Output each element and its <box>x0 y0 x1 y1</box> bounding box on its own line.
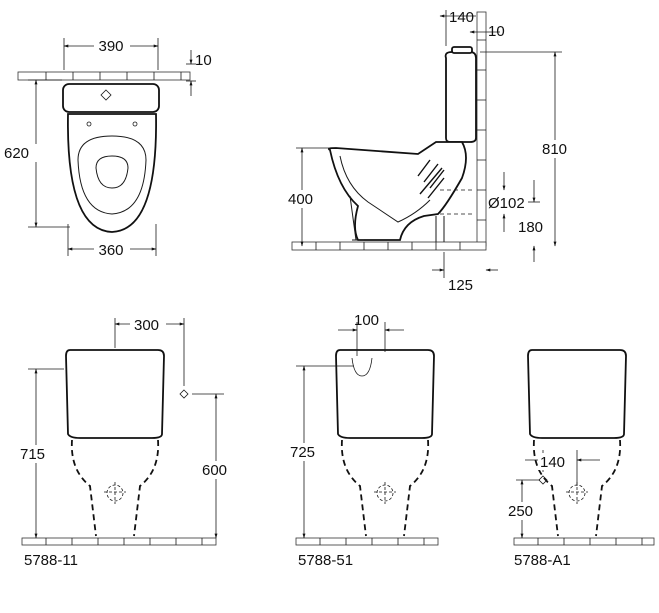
top-view-cistern <box>62 83 160 113</box>
side-view-cistern <box>444 51 477 143</box>
front-view-3: 140 250 5788-A1 <box>506 349 655 569</box>
front-view-1: 300 715 600 5788-11 <box>18 316 236 569</box>
front-view-2-inlet-opening <box>351 357 373 377</box>
side-view-trap-line <box>339 155 431 223</box>
side-view-wall <box>476 11 487 247</box>
dim-side-outlet-wall: 125 <box>448 277 473 294</box>
dim-top-width-bowl: 360 <box>98 242 123 259</box>
dim-top-depth: 620 <box>4 145 29 162</box>
dim-top-width-cistern: 390 <box>98 38 123 55</box>
side-view-button <box>451 46 473 54</box>
front-view-1-floor <box>21 537 217 546</box>
front-view-2-cistern <box>335 349 435 439</box>
front-view-1-pedestal <box>70 439 160 537</box>
dim-side-outlet-height: 180 <box>518 219 543 236</box>
dim-front-1-inlet-height: 600 <box>202 462 227 479</box>
front-view-3-floor <box>513 537 655 546</box>
dim-side-seat-height: 400 <box>288 191 313 208</box>
front-view-3-model: 5788-A1 <box>514 552 571 569</box>
front-view-3-pedestal <box>532 439 622 537</box>
front-view-3-cistern <box>527 349 627 439</box>
top-view: 390 10 620 360 <box>4 38 212 259</box>
front-view-2-model: 5788-51 <box>298 552 353 569</box>
front-view-1-model: 5788-11 <box>24 552 78 569</box>
dim-front-2-inlet-offset: 100 <box>354 312 379 329</box>
water-inlet-side-icon <box>538 475 548 485</box>
dim-side-cistern-depth: 140 <box>449 9 474 26</box>
side-view-floor <box>291 241 487 251</box>
dim-side-total-height: 810 <box>542 141 567 158</box>
dim-top-wall-gap: 10 <box>195 52 212 69</box>
top-view-seat <box>77 135 147 215</box>
front-view-2-pedestal <box>340 439 430 537</box>
dim-side-outlet-diameter: Ø102 <box>488 195 525 212</box>
dim-front-3-inlet-height: 250 <box>508 503 533 520</box>
dim-front-1-inlet-offset: 300 <box>134 317 159 334</box>
water-inlet-icon <box>179 389 189 399</box>
top-view-bowl-opening <box>95 155 129 189</box>
side-view-trap-hatching <box>417 159 445 199</box>
front-view-2-floor <box>295 537 439 546</box>
dim-front-3-inlet-offset: 140 <box>540 454 565 471</box>
flush-button-icon <box>100 89 112 101</box>
side-view-bowl <box>327 141 467 241</box>
top-view-wall <box>17 71 191 81</box>
top-view-wall-joints <box>45 72 182 80</box>
hinge-right-icon <box>132 121 138 127</box>
side-view: 140 10 810 400 Ø102 180 125 <box>286 9 574 294</box>
dim-front-2-height: 725 <box>290 444 315 461</box>
dim-side-wall-gap: 10 <box>488 23 505 40</box>
front-view-2: 100 725 5788-51 <box>288 312 439 569</box>
front-view-1-cistern <box>65 349 165 439</box>
side-view-foot <box>349 195 445 242</box>
dim-front-1-height: 715 <box>20 446 45 463</box>
hinge-left-icon <box>86 121 92 127</box>
